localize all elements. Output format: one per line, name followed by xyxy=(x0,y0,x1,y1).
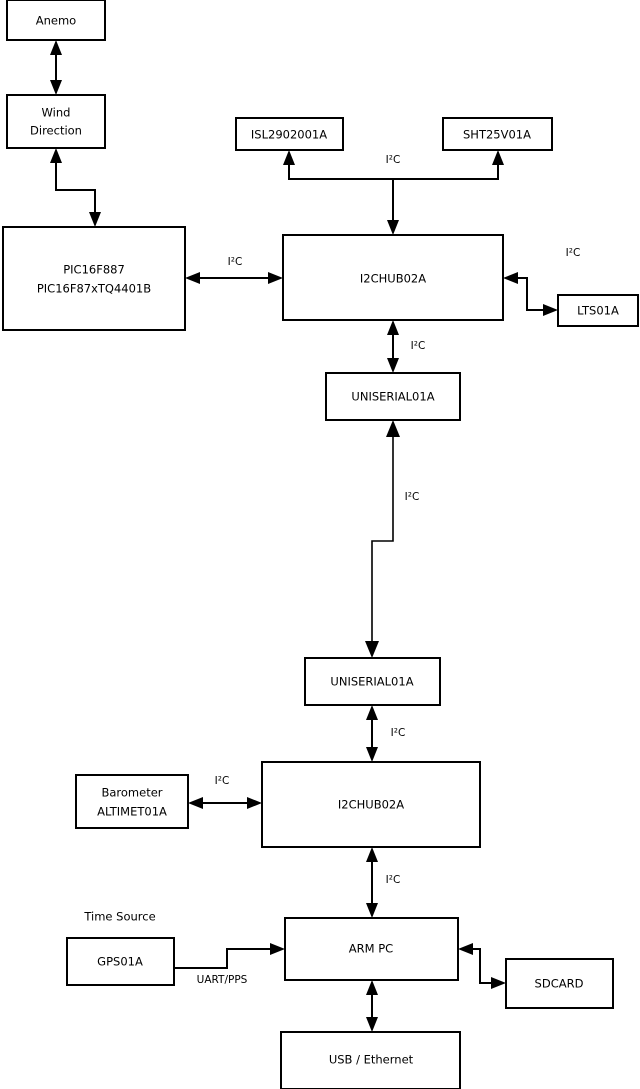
node-uniserial01a-top-label: UNISERIAL01A xyxy=(351,390,434,404)
edge-label-i2c-pic-hub: I²C xyxy=(228,256,243,268)
edge-uniserial-bottom-i2chub-bottom xyxy=(366,705,378,762)
node-usb-ethernet-label: USB / Ethernet xyxy=(329,1053,414,1067)
edge-arm-pc-sdcard xyxy=(458,943,506,989)
node-pic-microcontroller[interactable]: PIC16F887 PIC16F87xTQ4401B xyxy=(2,226,186,331)
edge-i2chub-top-uniserial-top xyxy=(387,320,399,373)
node-sdcard[interactable]: SDCARD xyxy=(505,958,614,1009)
node-wind-direction-label-line1: Wind xyxy=(42,106,71,120)
node-lts01a-label: LTS01A xyxy=(577,304,619,318)
node-usb-ethernet[interactable]: USB / Ethernet xyxy=(280,1031,461,1089)
edge-pic-wind-direction xyxy=(50,148,101,227)
node-i2chub02a-top[interactable]: I2CHUB02A xyxy=(282,234,504,321)
node-lts01a[interactable]: LTS01A xyxy=(557,294,639,327)
edge-label-i2c-uniserial2-hub2: I²C xyxy=(391,727,406,739)
edge-label-i2c-barometer-hub2: I²C xyxy=(215,775,230,787)
node-wind-direction-label-line2: Direction xyxy=(30,124,82,138)
edge-label-i2c-hub-lts: I²C xyxy=(566,247,581,259)
edge-anemo-wind-direction xyxy=(50,40,62,95)
node-arm-pc[interactable]: ARM PC xyxy=(284,917,459,981)
edge-arm-pc-usb-ethernet xyxy=(366,980,378,1032)
node-anemo[interactable]: Anemo xyxy=(6,0,106,41)
node-isl2902001a-label: ISL2902001A xyxy=(251,128,327,142)
node-isl2902001a[interactable]: ISL2902001A xyxy=(235,117,344,151)
node-sdcard-label: SDCARD xyxy=(535,977,584,991)
node-sht25v01a[interactable]: SHT25V01A xyxy=(442,117,553,151)
node-gps01a[interactable]: GPS01A xyxy=(66,937,175,986)
edge-pic-i2chub-top xyxy=(185,272,283,284)
node-wind-direction[interactable]: Wind Direction xyxy=(6,94,106,149)
node-sht25v01a-label: SHT25V01A xyxy=(463,128,531,142)
edge-i2chub-bottom-arm-pc xyxy=(366,847,378,918)
node-uniserial01a-bottom[interactable]: UNISERIAL01A xyxy=(304,657,441,706)
node-arm-pc-label: ARM PC xyxy=(349,942,393,956)
edge-label-uart-pps: UART/PPS xyxy=(197,974,248,986)
node-pic-label-line2: PIC16F87xTQ4401B xyxy=(37,282,151,296)
edge-label-i2c-sensors-hub: I²C xyxy=(386,154,401,166)
node-uniserial01a-top[interactable]: UNISERIAL01A xyxy=(325,372,461,421)
edge-barometer-i2chub-bottom xyxy=(188,797,262,809)
node-i2chub02a-bottom[interactable]: I2CHUB02A xyxy=(261,761,481,848)
node-barometer-altimet01a[interactable]: Barometer ALTIMET01A xyxy=(75,774,189,829)
edge-i2chub-top-lts01a xyxy=(503,272,558,316)
edge-i2chub-top-sensors xyxy=(283,150,504,235)
edge-uniserial-top-uniserial-bottom xyxy=(365,420,400,658)
node-barometer-label-line2: ALTIMET01A xyxy=(97,805,167,819)
label-time-source: Time Source xyxy=(83,910,155,924)
edge-label-i2c-uniserial-link: I²C xyxy=(405,491,420,503)
node-gps01a-label: GPS01A xyxy=(97,955,143,969)
edge-label-i2c-hub-uniserial: I²C xyxy=(411,340,426,352)
edge-gps01a-arm-pc xyxy=(174,943,285,969)
node-i2chub02a-top-label: I2CHUB02A xyxy=(360,272,426,286)
node-uniserial01a-bottom-label: UNISERIAL01A xyxy=(330,675,413,689)
node-pic-label-line1: PIC16F887 xyxy=(63,263,125,277)
node-barometer-label-line1: Barometer xyxy=(101,786,162,800)
edge-label-i2c-hub2-armpc: I²C xyxy=(386,874,401,886)
node-i2chub02a-bottom-label: I2CHUB02A xyxy=(338,798,404,812)
node-anemo-label: Anemo xyxy=(36,14,76,28)
